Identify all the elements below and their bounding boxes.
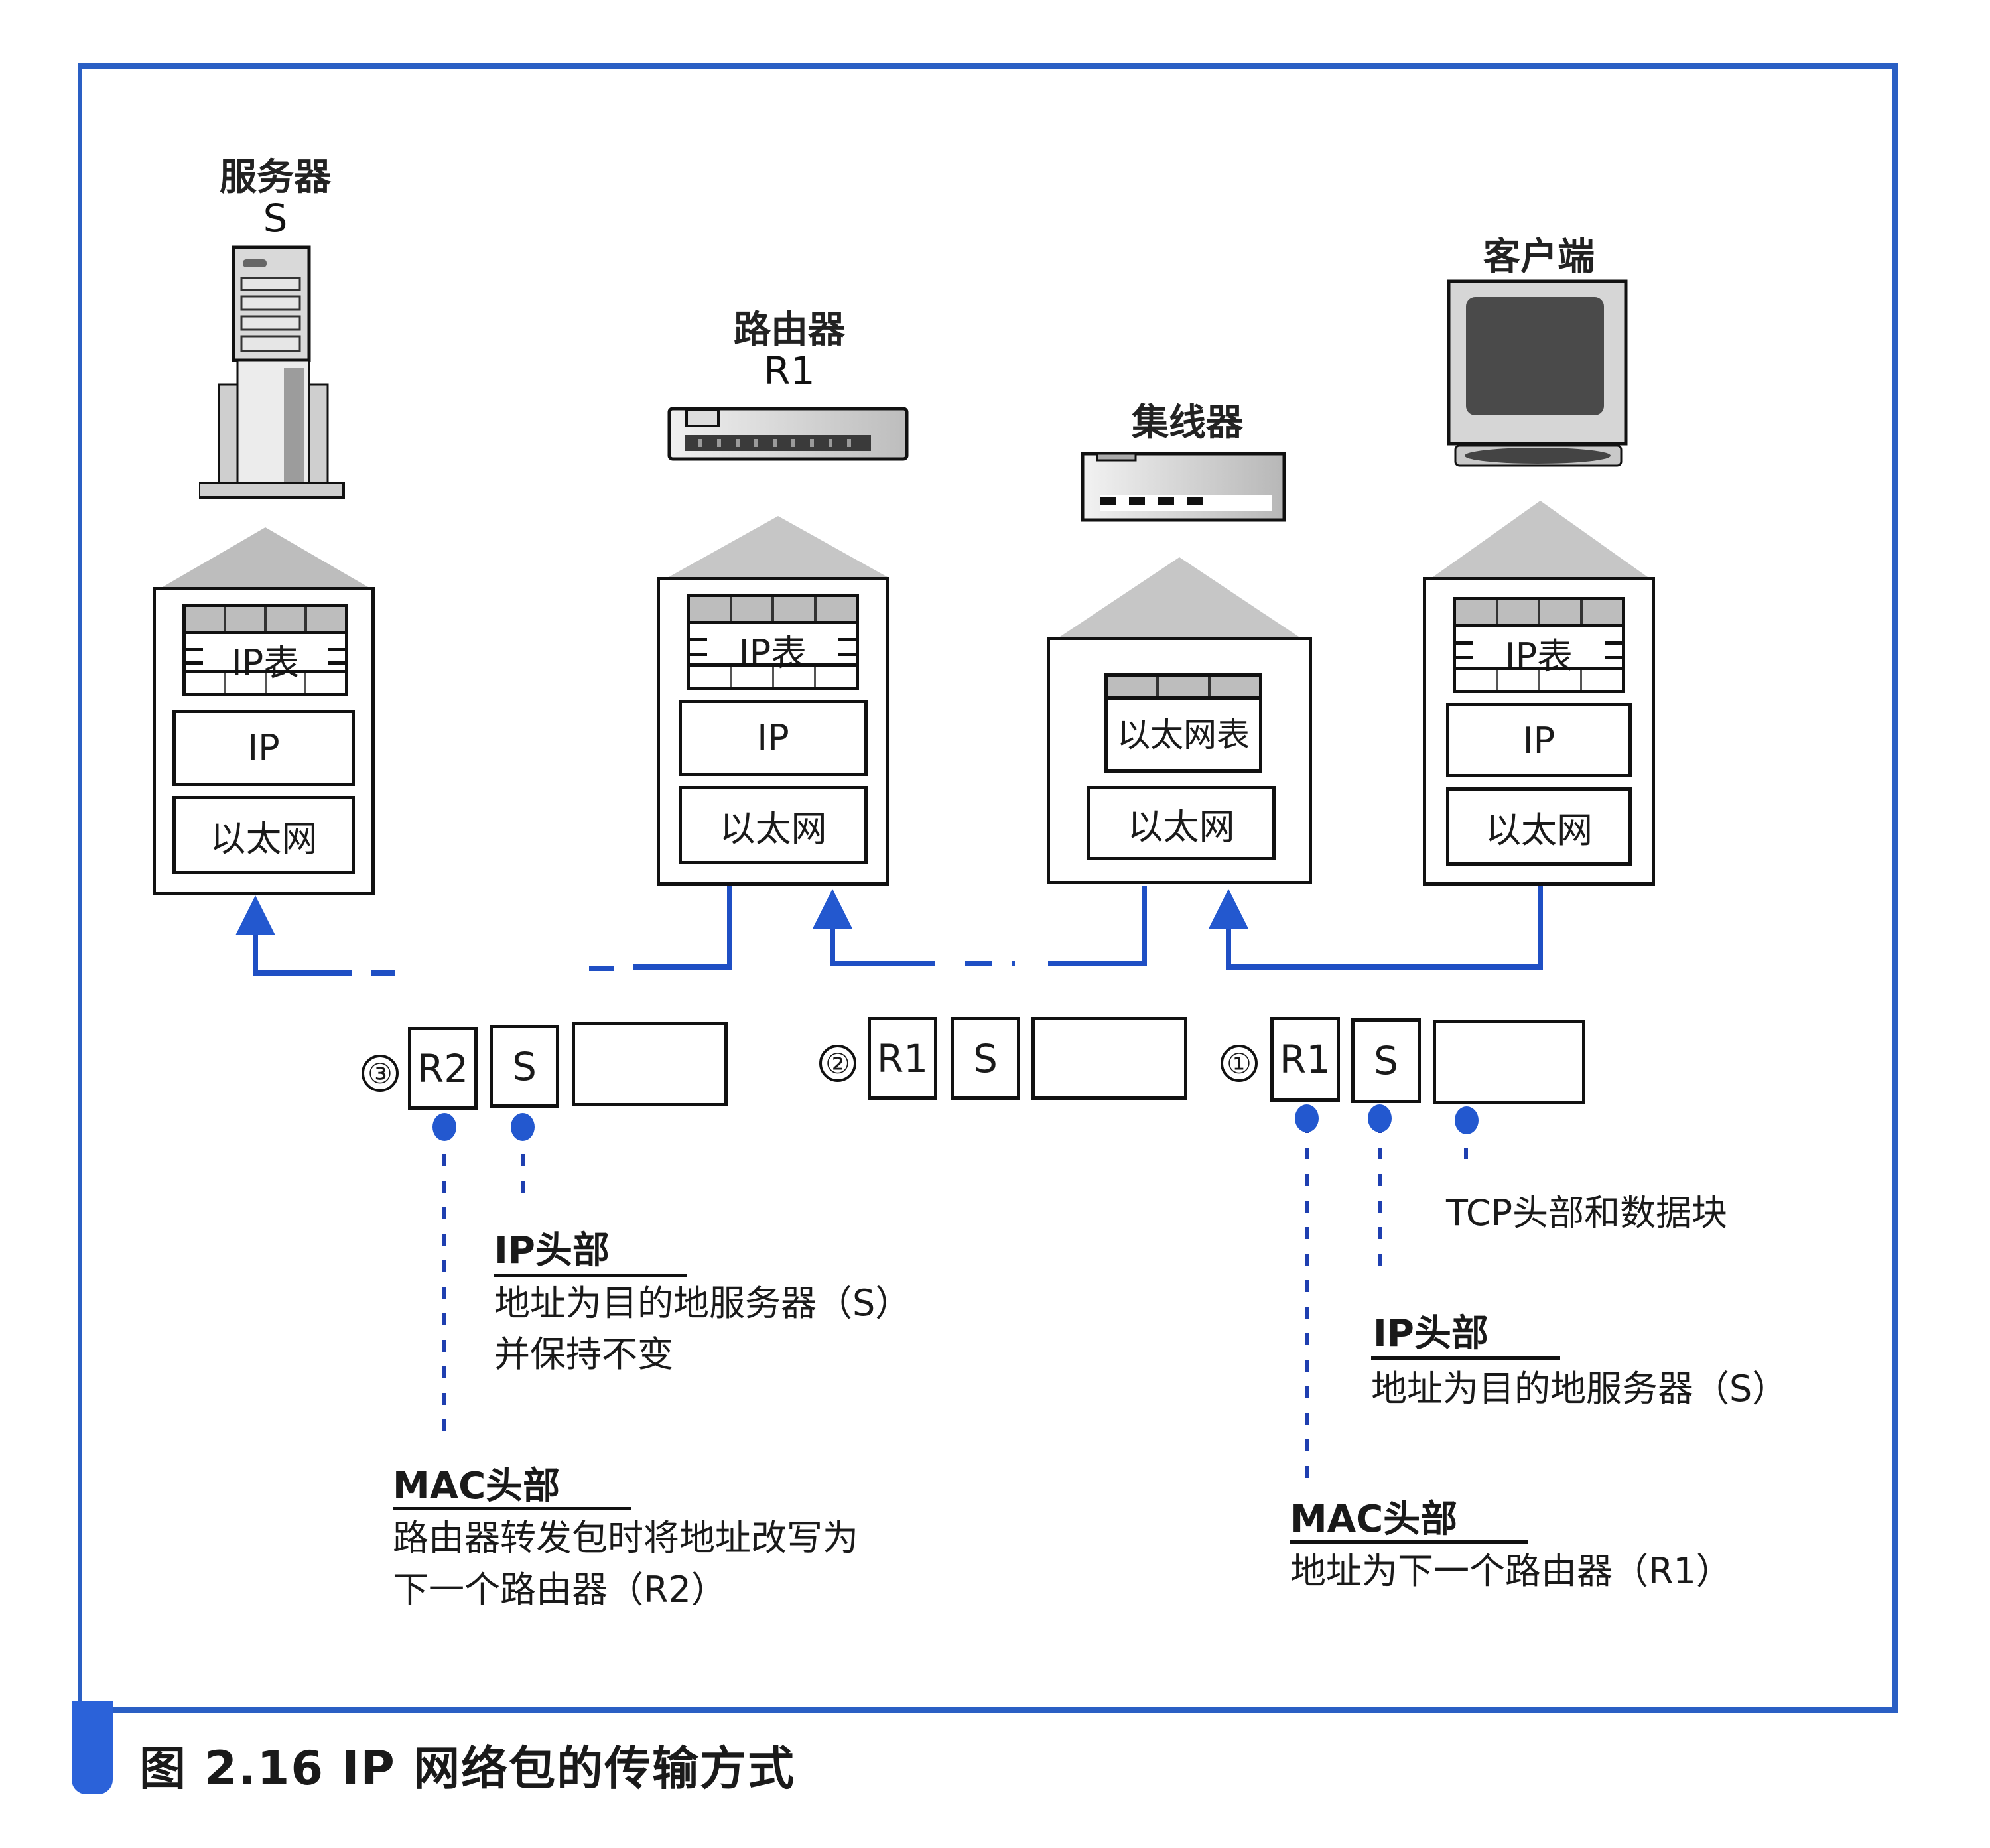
right-ip-dot (1368, 1104, 1392, 1132)
right-mac-header-line-1: 地址为下一个路由器（R1） (1290, 1550, 1732, 1592)
hub-ethernet-table-label: 以太网表 (1117, 716, 1250, 754)
left-ip-header-rule (494, 1274, 687, 1277)
server-ip-layer: IP (172, 710, 355, 786)
right-ip-header-title: IP头部 (1373, 1312, 1489, 1355)
client-icon (1446, 279, 1628, 471)
server-title: 服务器 (220, 156, 331, 199)
packet-2-ip-field: S (951, 1017, 1020, 1100)
client-ip-layer: IP (1446, 703, 1632, 777)
client-ip-table: IP表 (1453, 597, 1625, 693)
figure-frame (78, 63, 1898, 1713)
step-3-marker: ③ (362, 1055, 399, 1092)
client-ethernet-layer: 以太网 (1446, 787, 1632, 866)
step-1-marker: ① (1221, 1045, 1258, 1082)
router-stack: IP表 IP 以太网 (657, 577, 889, 886)
server-stack: IP表 IP 以太网 (153, 587, 375, 895)
network-links (235, 886, 1543, 976)
hub-funnel (1060, 557, 1299, 637)
link-router-server (633, 886, 732, 970)
router-ip-layer: IP (679, 700, 868, 776)
link-client-hub (1226, 886, 1543, 970)
left-mac-header-line-1: 路由器转发包时将地址改写为 (393, 1517, 858, 1559)
packet-3-ip-field: S (490, 1025, 559, 1108)
arrow-up-icon (813, 889, 852, 929)
router-title: 路由器 (734, 308, 845, 352)
hub-title: 集线器 (1132, 401, 1243, 444)
left-ip-dot (511, 1113, 535, 1141)
server-name: S (263, 196, 288, 241)
right-payload-dot (1455, 1106, 1479, 1134)
left-mac-dot (432, 1113, 456, 1141)
packet-3-mac-field: R2 (408, 1027, 478, 1110)
callout-leaders (442, 1121, 1468, 1479)
link-hub-router (1048, 886, 1147, 966)
right-ip-header-line-1: 地址为目的地服务器（S） (1371, 1368, 1788, 1410)
client-funnel (1433, 501, 1648, 577)
figure-caption: 图 2.16 IP 网络包的传输方式 (139, 1741, 796, 1796)
hub-ethernet-layer: 以太网 (1087, 786, 1276, 860)
arrow-up-icon (1209, 889, 1248, 929)
left-mac-header-line-2: 下一个路由器（R2） (393, 1569, 727, 1611)
right-mac-header-title: MAC头部 (1290, 1498, 1458, 1541)
router-ip-table: IP表 (687, 594, 859, 690)
hub-stack: 以太网表 以太网 (1047, 637, 1312, 884)
arrow-up-icon (235, 895, 275, 935)
server-ethernet-layer: 以太网 (172, 796, 355, 874)
packet-1-payload-field (1433, 1020, 1585, 1104)
packet-2-payload-field (1031, 1017, 1187, 1100)
hub-ethernet-table: 以太网表 (1104, 673, 1262, 773)
left-ip-header-line-1: 地址为目的地服务器（S） (494, 1282, 911, 1324)
right-ip-header-rule (1371, 1356, 1560, 1360)
step-2-marker: ② (819, 1045, 856, 1082)
right-mac-dot (1295, 1104, 1319, 1132)
left-ip-header-title: IP头部 (494, 1229, 610, 1272)
packet-1-ip-field: S (1351, 1018, 1421, 1103)
server-ip-table: IP表 (182, 604, 348, 696)
left-mac-header-title: MAC头部 (393, 1465, 561, 1508)
right-mac-header-rule (1290, 1540, 1528, 1544)
left-ip-header-line-2: 并保持不变 (494, 1333, 673, 1375)
packet-3-payload-field (572, 1022, 728, 1106)
caption-marker (72, 1701, 113, 1794)
hub-icon (1080, 451, 1287, 525)
left-mac-header-rule (393, 1507, 631, 1510)
right-payload-label: TCP头部和数据块 (1446, 1192, 1728, 1234)
packet-1-mac-field: R1 (1270, 1017, 1340, 1102)
router-ethernet-layer: 以太网 (679, 786, 868, 864)
router-name: R1 (763, 348, 815, 393)
server-funnel (163, 527, 368, 587)
server-icon (198, 235, 345, 507)
client-title: 客户端 (1483, 235, 1595, 279)
client-stack: IP表 IP 以太网 (1423, 577, 1655, 886)
router-funnel (669, 516, 888, 577)
packet-2-mac-field: R1 (868, 1017, 937, 1100)
router-icon (667, 406, 911, 464)
